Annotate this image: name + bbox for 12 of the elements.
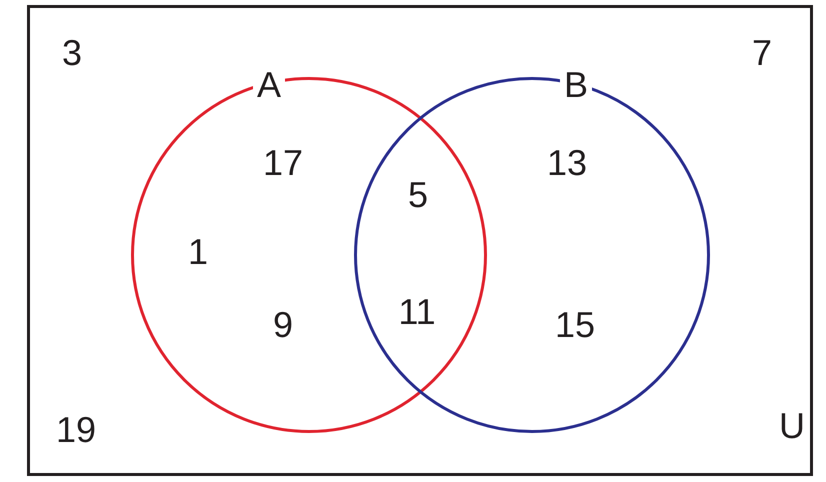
element-number: 7 [752, 35, 772, 71]
universal-set-frame [27, 5, 813, 476]
element-number: 5 [408, 177, 428, 213]
element-number: 1 [188, 234, 208, 270]
element-number: 11 [398, 294, 436, 330]
element-number: 3 [62, 35, 82, 71]
element-number: 19 [56, 412, 96, 448]
element-number: 15 [554, 307, 596, 343]
set-label: U [779, 408, 805, 444]
element-number: 9 [272, 307, 294, 343]
element-number: 17 [262, 145, 304, 181]
element-number: 13 [546, 145, 588, 181]
